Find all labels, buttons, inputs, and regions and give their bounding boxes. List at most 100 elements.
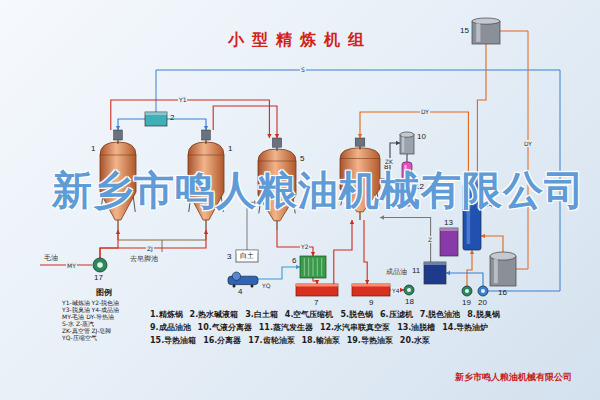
arrowhead <box>311 252 315 256</box>
pipe-line <box>100 230 206 258</box>
parts-list-item: 19.导热油泵 <box>347 336 393 346</box>
line-code: ZK <box>384 158 394 165</box>
pipe-connector <box>380 215 431 262</box>
parts-list-item: 2.热水碱液箱 <box>190 310 239 320</box>
pipe-connector <box>213 106 279 138</box>
equipment-shape <box>478 286 488 296</box>
arrowhead <box>267 134 271 138</box>
line-code: DY <box>420 108 430 115</box>
pipe-connector <box>313 278 319 284</box>
arrowhead <box>315 280 319 284</box>
line-code: Z <box>427 236 433 243</box>
pipe-line <box>118 119 145 130</box>
arrowhead <box>380 215 384 219</box>
equipment-shape <box>424 262 446 284</box>
watermark: 新乡市鸣人粮油机械有限公司 <box>52 166 585 214</box>
pipe-line <box>481 236 503 252</box>
equipment-shape <box>92 258 108 272</box>
callout-number: 9 <box>369 298 373 307</box>
arrowhead <box>116 230 120 234</box>
parts-list-item: 11.蒸汽发生器 <box>259 323 313 333</box>
legend-box: Y1-碱炼油 Y2-脱色油Y3-脱臭油 Y4-成品油MY-毛油 DY-导热油S-… <box>62 299 119 341</box>
thermal-oil-pipe <box>500 31 528 269</box>
equipment-box: 白土3 <box>236 250 258 262</box>
pipe-connector <box>100 230 120 258</box>
callout-number: 3 <box>227 252 231 261</box>
callout-number: 19 <box>462 298 471 307</box>
arrowhead <box>400 288 404 292</box>
box-label: 白土 <box>240 252 254 260</box>
callout-number: 6 <box>292 256 296 265</box>
equipment-shape <box>472 18 500 44</box>
equipment-press: 6 <box>300 256 326 278</box>
arrowhead <box>116 126 120 130</box>
callout-number: 11 <box>412 266 420 275</box>
legend-entry: S-水 Z-蒸汽 <box>62 320 119 327</box>
pipe-line <box>213 106 277 138</box>
pipe-connector <box>364 220 369 284</box>
parts-list-item: 6.压滤机 <box>380 310 413 320</box>
parts-list-item: 3.白土箱 <box>245 310 278 320</box>
callout-number: 16 <box>498 288 507 297</box>
pipe-connector <box>467 250 474 286</box>
equipment-box: 11 <box>424 262 446 284</box>
pipe-line <box>446 273 483 286</box>
equipment-pump: 19 <box>462 286 472 296</box>
note-label: 图例 <box>96 288 112 298</box>
parts-list-item: 9.成品油池 <box>150 323 191 333</box>
legend-entry: MY-毛油 DY-导热油 <box>62 313 119 320</box>
pipe-connector <box>334 220 354 284</box>
callout-number: 4 <box>238 287 242 296</box>
equipment-pool: 9 <box>352 284 390 296</box>
callout-number: 1 <box>91 144 95 153</box>
equipment-shape <box>352 284 390 296</box>
callout-number: 13 <box>444 218 453 227</box>
note-label: 去皂脚池 <box>130 255 158 263</box>
parts-list-item: 10.气液分离器 <box>198 323 252 333</box>
pipe-line <box>477 44 486 180</box>
equipment-pump: 18 <box>404 285 414 295</box>
pipe-connector <box>475 44 486 180</box>
pipe-line <box>406 154 407 162</box>
pipe-connector <box>481 234 503 252</box>
line-code: Y4 <box>391 287 400 294</box>
arrowhead <box>296 265 300 269</box>
legend-entry: YQ-压缩空气 <box>62 334 119 341</box>
callout-number: 20 <box>478 298 487 307</box>
arrowhead <box>204 230 208 234</box>
soapstock-pipe <box>118 230 206 240</box>
equipment-shape <box>462 286 472 296</box>
pipe-line <box>258 267 300 279</box>
equipment-shape <box>404 285 414 295</box>
parts-list-item: 15.导热油箱 <box>150 336 196 346</box>
equipment-comp: 4 <box>228 272 258 286</box>
parts-list-item: 14.导热油炉 <box>442 323 488 333</box>
legend-entry: Y1-碱炼油 Y2-脱色油 <box>62 299 119 306</box>
arrowhead <box>396 141 400 145</box>
equipment-shape <box>145 112 167 126</box>
parts-list-item: 4.空气压缩机 <box>285 310 334 320</box>
equipment-shape <box>296 284 338 296</box>
callout-number: 18 <box>405 297 414 306</box>
diagram-title: 小型精炼机组 <box>0 30 600 51</box>
equipment-shape <box>440 228 458 256</box>
callout-number: 7 <box>314 298 318 307</box>
arrowhead <box>446 271 450 275</box>
equipment-tank: 15 <box>472 18 500 44</box>
pipe-connector <box>407 154 408 162</box>
pipe-connector <box>100 230 208 258</box>
arrowhead <box>350 220 354 224</box>
legend-entry: ZK-真空管 ZJ-皂脚 <box>62 327 119 334</box>
line-code: MY <box>66 262 77 269</box>
equipment-shape <box>490 252 516 286</box>
parts-list-item: 20.水泵 <box>400 336 430 346</box>
arrowhead <box>481 234 485 238</box>
equipment-shape <box>228 272 258 286</box>
note-label: 新乡市鸣人粮油机械有限公司 <box>455 372 572 383</box>
pipe-connector <box>446 271 483 286</box>
arrowhead <box>275 134 279 138</box>
callout-number: 17 <box>94 273 103 282</box>
callout-number: 2 <box>170 113 174 122</box>
callout-number: 1 <box>228 144 232 153</box>
legend-entry: Y3-脱臭油 Y4-成品油 <box>62 306 119 313</box>
